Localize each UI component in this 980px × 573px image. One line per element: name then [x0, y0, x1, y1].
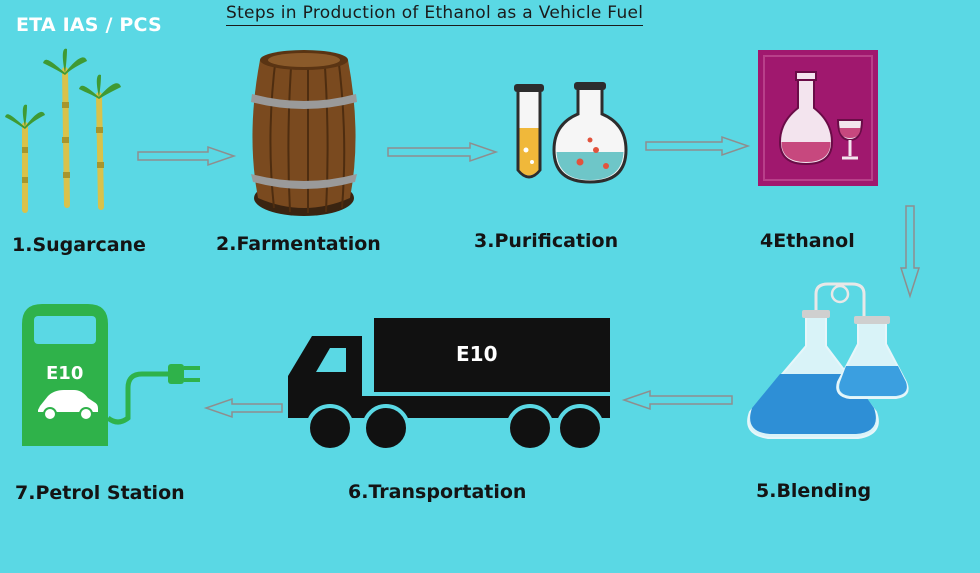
step-5-label: 5.Blending [756, 480, 872, 502]
step-7-label: 7.Petrol Station [15, 482, 185, 504]
pump-e10-text: E10 [46, 363, 84, 384]
diagram-title: Steps in Production of Ethanol as a Vehi… [226, 3, 644, 26]
arrow-down-icon [899, 205, 921, 299]
step-2-label: 2.Farmentation [216, 233, 381, 255]
arrow-left-icon [621, 389, 733, 411]
fuel-pump-icon [22, 304, 200, 446]
truck-e10-text: E10 [456, 342, 498, 366]
step-4-label: 4Ethanol [760, 230, 855, 252]
barrel-icon [251, 50, 357, 216]
step-3-label: 3.Purification [474, 230, 619, 252]
arrow-right-icon [137, 145, 237, 167]
lab-flask-icon [514, 82, 628, 184]
blending-flasks-icon [747, 282, 909, 439]
arrow-right-icon [645, 135, 751, 157]
ethanol-bottle-icon [758, 50, 878, 186]
brand-logo-text: ETA IAS / PCS [16, 14, 162, 36]
step-1-label: 1.Sugarcane [12, 234, 146, 256]
sugarcane-icon [5, 48, 121, 213]
truck-icon [288, 318, 610, 452]
step-6-label: 6.Transportation [348, 481, 527, 503]
arrow-left-icon [203, 397, 283, 419]
arrow-right-icon [387, 141, 499, 163]
